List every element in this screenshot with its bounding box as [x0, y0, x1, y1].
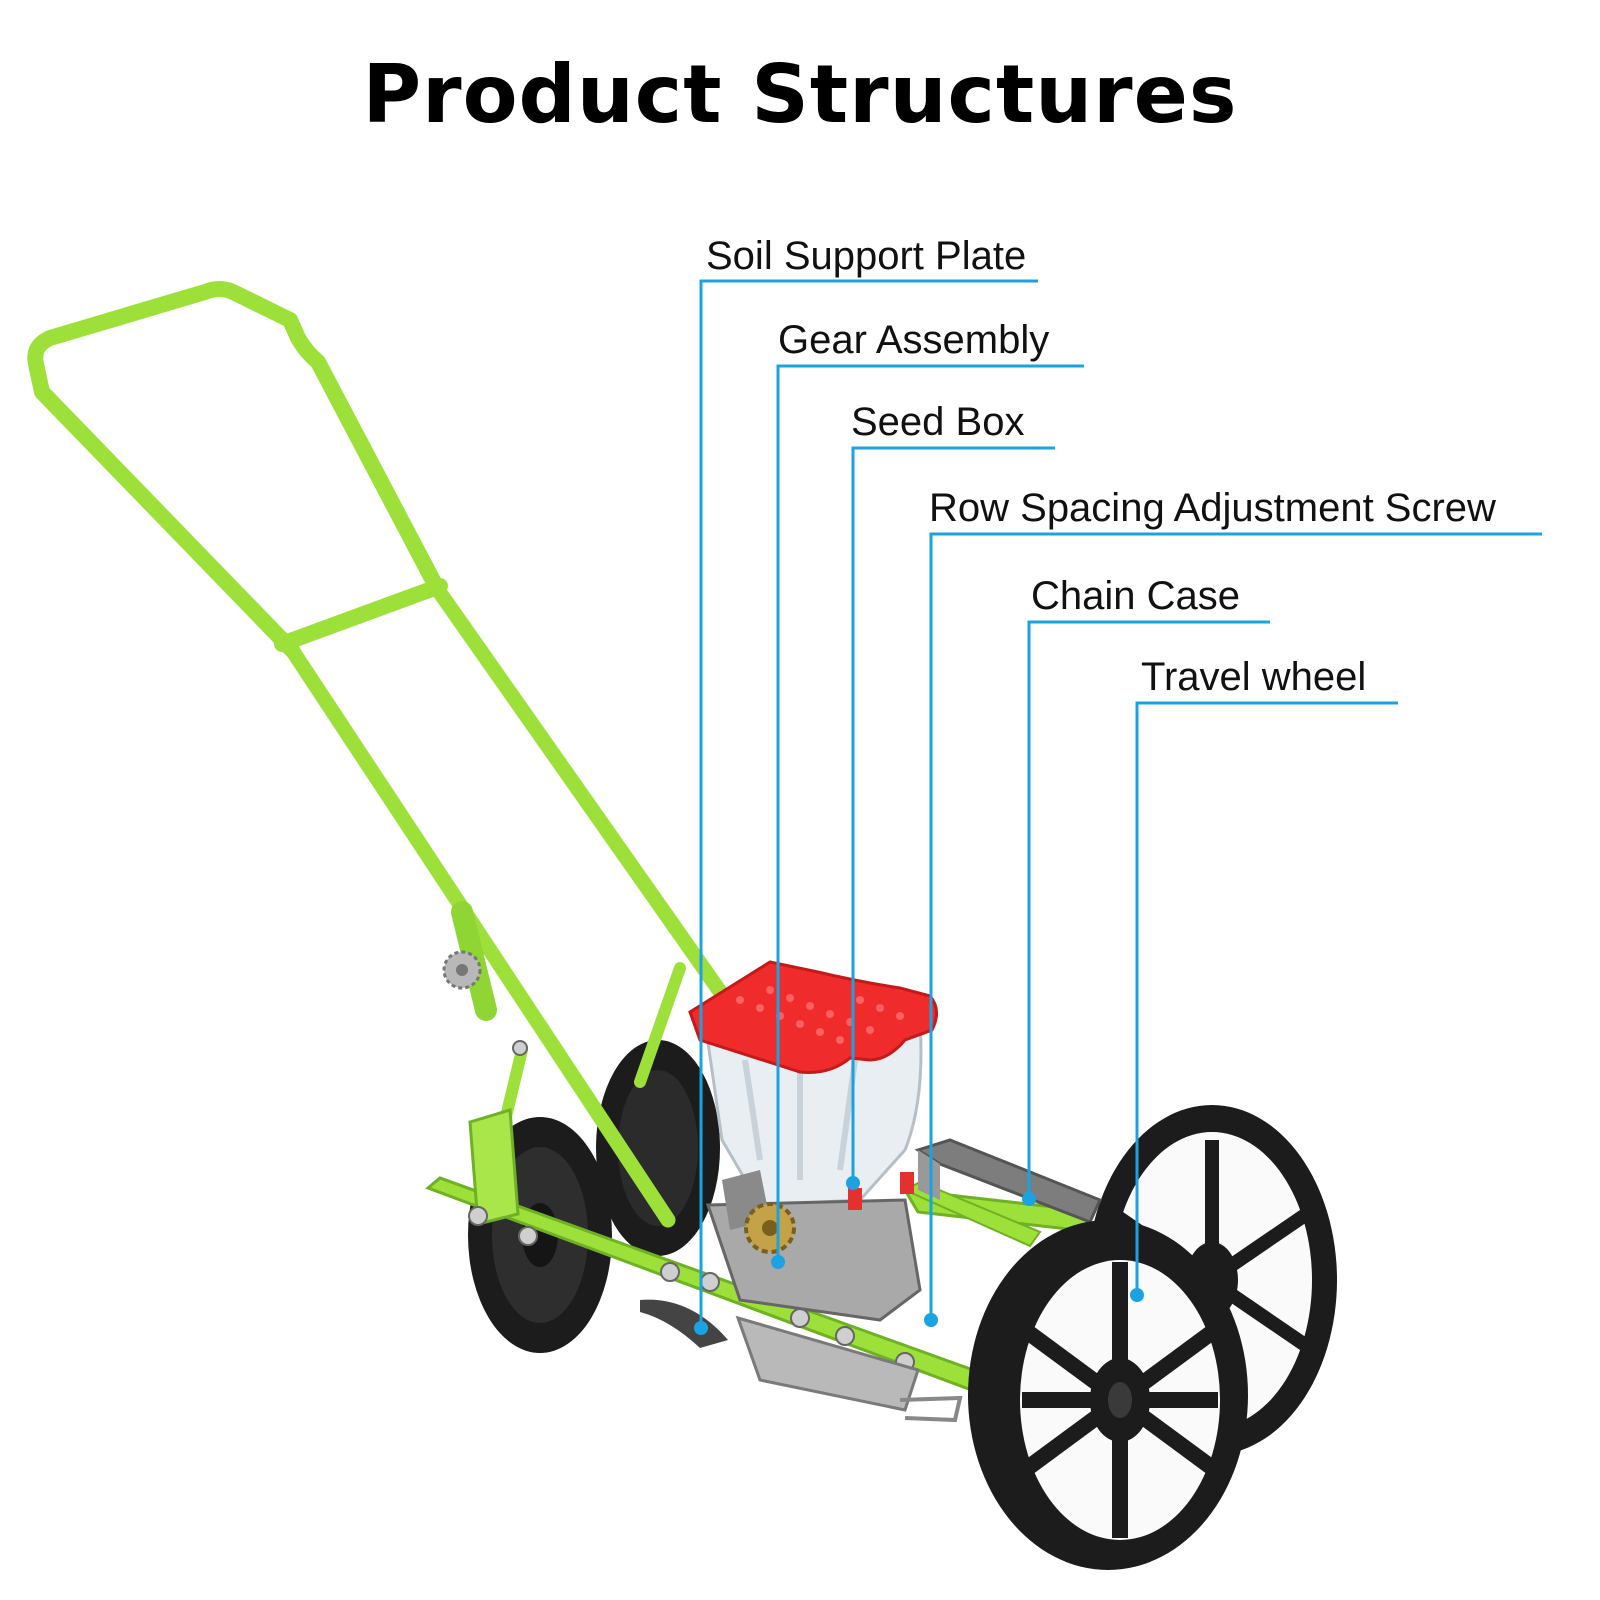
leader-soil-support-plate: [699, 279, 1038, 1325]
label-soil-support-plate: Soil Support Plate: [706, 234, 1027, 278]
handle-gear-icon: [442, 950, 482, 990]
label-travel-wheel: Travel wheel: [1141, 655, 1367, 699]
leader-travel-wheel: [1135, 701, 1398, 1292]
handle-frame: [27, 281, 748, 1228]
callout-dots: [694, 1176, 1144, 1335]
label-row-spacing-adjustment-screw: Row Spacing Adjustment Screw: [929, 486, 1496, 530]
leader-chain-case: [1027, 620, 1270, 1196]
seed-box-assembly: [640, 960, 963, 1423]
label-seed-box: Seed Box: [851, 400, 1025, 444]
leader-row-spacing-adjustment-screw: [929, 532, 1542, 1317]
leader-seed-box: [851, 446, 1055, 1180]
chain-case: [914, 1138, 1103, 1224]
callout-lines: [699, 279, 1542, 1325]
label-gear-assembly: Gear Assembly: [778, 318, 1050, 362]
label-chain-case: Chain Case: [1031, 574, 1241, 618]
travel-wheel-front: [968, 1220, 1248, 1570]
page-title: Product Structures: [362, 48, 1238, 141]
leader-gear-assembly: [776, 364, 1084, 1259]
